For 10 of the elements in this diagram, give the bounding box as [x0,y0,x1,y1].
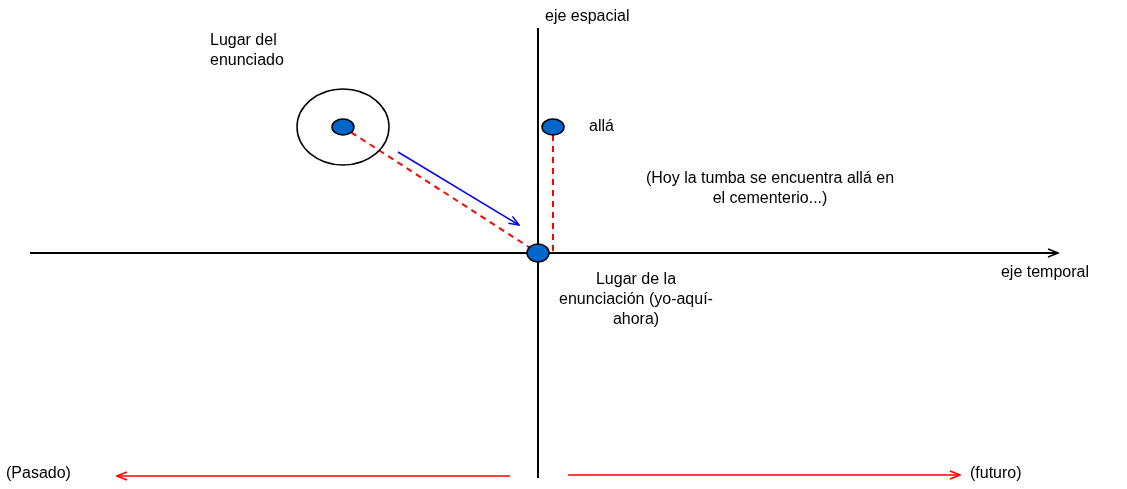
point-label: Lugar de la enunciación (yo-aquí-ahora) [558,269,714,329]
dashed-line [350,131,531,249]
direction-label: (Pasado) [6,463,72,483]
note-text: (Hoy la tumba se encuentra allá en el cementerio...) [644,168,896,208]
point-label: allá [589,116,615,136]
axis-label: eje temporal [999,262,1090,282]
direction-label: (futuro) [970,463,1023,483]
axis-label: eje espacial [545,6,631,26]
point-label: Lugar del enunciado [210,30,285,70]
dashed-line [552,134,554,254]
